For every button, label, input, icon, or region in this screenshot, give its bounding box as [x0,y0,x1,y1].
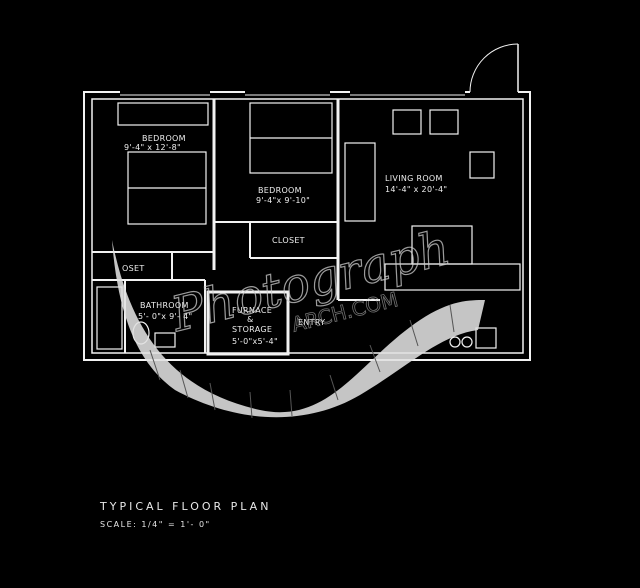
room-name-furnace: FURNACE [232,306,272,315]
room-name-closet-2: OSET [122,264,145,273]
room-name-bedroom-1: BEDROOM [142,134,186,143]
room-name-furnace-amp: & [247,315,254,324]
watermark-film-strip [112,240,485,419]
room-name-entry: ENTRY [298,318,325,327]
walls [83,43,531,361]
room-name-bathroom: BATHROOM [140,301,189,310]
room-dims-living-room: 14'-4" x 20'-4" [385,185,447,194]
room-labels: BEDROOM 9'-4" x 12'-8" BEDROOM 9'-4"x 9'… [122,134,447,346]
plan-scale: SCALE: 1/4" = 1'- 0" [100,520,211,529]
room-dims-bedroom-1: 9'-4" x 12'-8" [124,143,181,152]
room-dims-bathroom: 5'- 0"x 9'- 4" [138,312,192,321]
room-dims-furnace: 5'-0"x5'-4" [232,337,278,346]
plan-title: TYPICAL FLOOR PLAN [100,500,272,513]
room-name-closet: CLOSET [272,236,305,245]
furniture [96,102,521,350]
room-name-living-room: LIVING ROOM [385,174,443,183]
room-name-storage: STORAGE [232,325,272,334]
room-dims-bedroom-2: 9'-4"x 9'-10" [256,196,310,205]
room-name-bedroom-2: BEDROOM [258,186,302,195]
